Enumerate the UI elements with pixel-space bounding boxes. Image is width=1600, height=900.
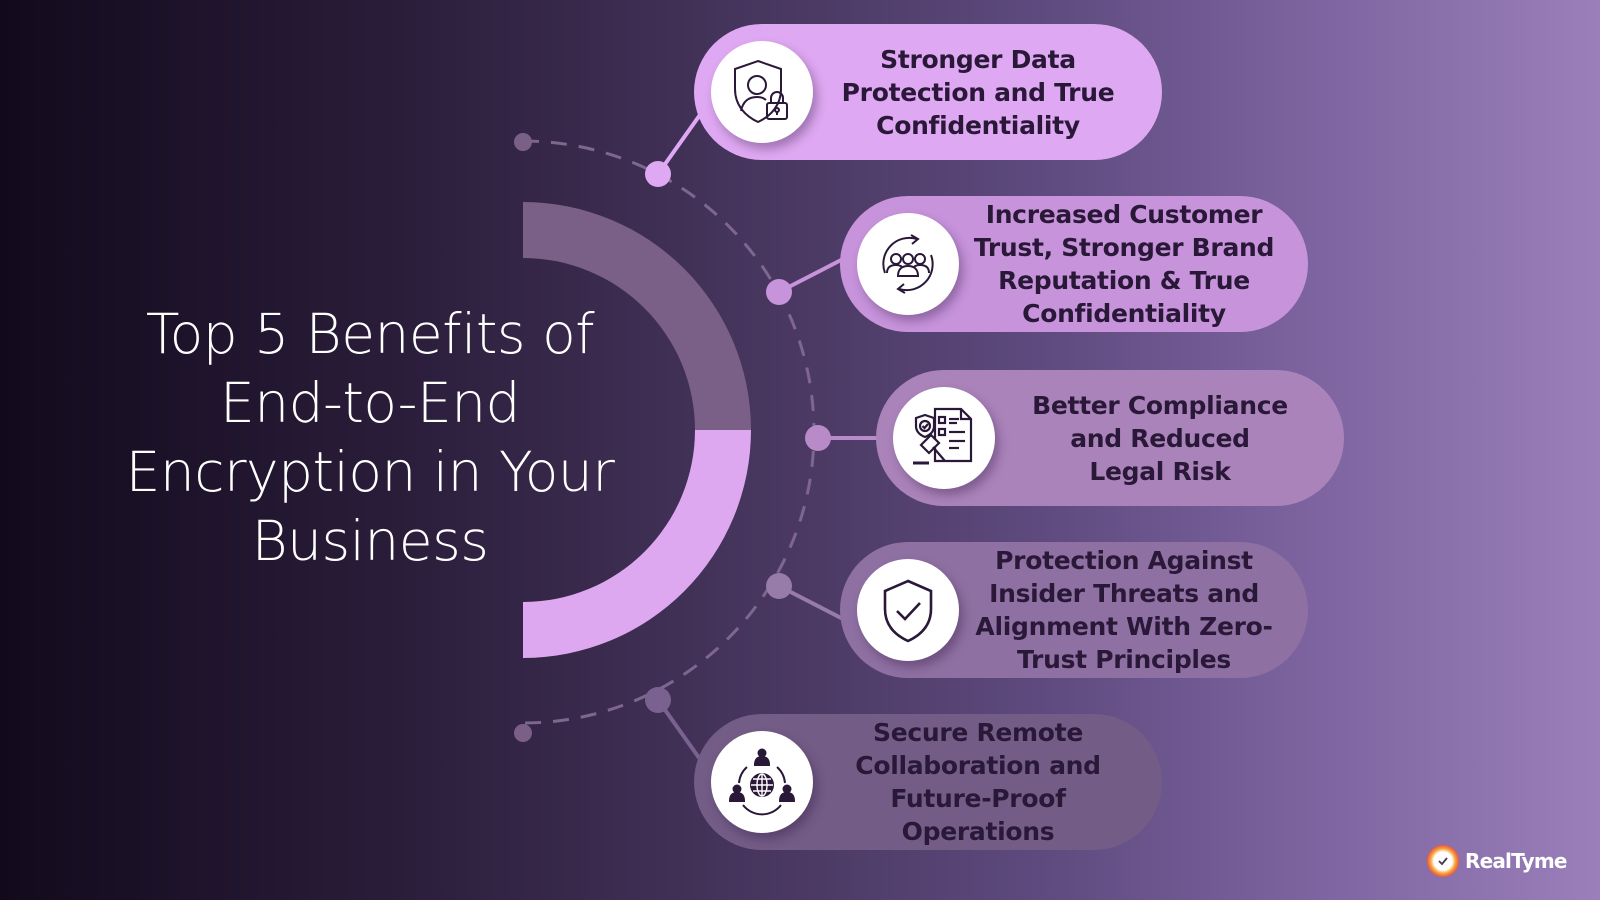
- benefit-line: Alignment With Zero-: [975, 612, 1273, 641]
- benefit-text: Protection Against Insider Threats and A…: [970, 542, 1278, 678]
- compliance-gavel-document-icon: [913, 407, 973, 465]
- benefit-text: Stronger Data Protection and True Confid…: [824, 24, 1132, 160]
- shield-user-lock-icon: [734, 59, 788, 124]
- arc-end-dot-top: [514, 133, 532, 151]
- benefit-card-5: Secure Remote Collaboration and Future-P…: [694, 714, 1162, 850]
- benefit-card-1: Stronger Data Protection and True Confid…: [694, 24, 1162, 160]
- shield-check-icon: [883, 579, 933, 643]
- benefit-line: Protection and True: [841, 77, 1115, 107]
- benefit-text: Secure Remote Collaboration and Future-P…: [824, 714, 1132, 850]
- page-title: Top 5 Benefits of End-to-End Encryption …: [100, 300, 640, 576]
- global-team-icon: [728, 748, 796, 816]
- benefit-line: Trust Principles: [1017, 645, 1231, 674]
- benefit-line: Stronger Data: [880, 44, 1076, 74]
- benefit-line: Legal Risk: [1089, 456, 1231, 486]
- title-line: End-to-End: [220, 371, 520, 435]
- benefit-text: Better Compliance and Reduced Legal Risk: [1006, 370, 1314, 506]
- benefit-line: Increased Customer: [985, 200, 1263, 229]
- brand-logo: RealTyme: [1427, 845, 1567, 877]
- benefit-icon-circle: [857, 559, 959, 661]
- benefit-line: and Reduced: [1070, 423, 1250, 453]
- arc-top-segment: [523, 202, 751, 430]
- title-line: Encryption in Your: [125, 440, 615, 504]
- benefit-icon-circle: [857, 213, 959, 315]
- benefit-icon-circle: [711, 731, 813, 833]
- title-line: Top 5 Benefits of: [145, 302, 595, 366]
- benefit-icon-circle: [893, 387, 995, 489]
- benefit-line: Better Compliance: [1032, 390, 1288, 420]
- people-cycle-icon: [882, 234, 934, 294]
- benefit-line: Secure Remote: [872, 718, 1083, 747]
- benefit-line: Insider Threats and: [989, 579, 1259, 608]
- benefit-line: Confidentiality: [1022, 299, 1226, 328]
- chat-bubble-logo-icon: [1427, 845, 1459, 877]
- benefit-line: Collaboration and: [855, 751, 1101, 780]
- benefit-icon-circle: [711, 41, 813, 143]
- node-5: [645, 687, 671, 713]
- benefit-line: Future-Proof: [890, 784, 1066, 813]
- node-4: [766, 573, 792, 599]
- benefit-line: Operations: [901, 817, 1055, 846]
- benefit-text: Increased Customer Trust, Stronger Brand…: [970, 196, 1278, 332]
- benefit-card-4: Protection Against Insider Threats and A…: [840, 542, 1308, 678]
- arc-bottom-segment: [523, 430, 751, 658]
- benefit-card-2: Increased Customer Trust, Stronger Brand…: [840, 196, 1308, 332]
- arc-end-dot-bottom: [514, 724, 532, 742]
- benefit-line: Reputation & True: [998, 266, 1250, 295]
- node-3: [805, 425, 831, 451]
- node-1: [645, 161, 671, 187]
- benefit-card-3: Better Compliance and Reduced Legal Risk: [876, 370, 1344, 506]
- benefit-line: Protection Against: [995, 546, 1253, 575]
- node-2: [766, 279, 792, 305]
- benefit-line: Confidentiality: [876, 110, 1080, 140]
- title-line: Business: [251, 509, 489, 573]
- brand-name: RealTyme: [1465, 849, 1567, 873]
- benefit-line: Trust, Stronger Brand: [973, 233, 1275, 262]
